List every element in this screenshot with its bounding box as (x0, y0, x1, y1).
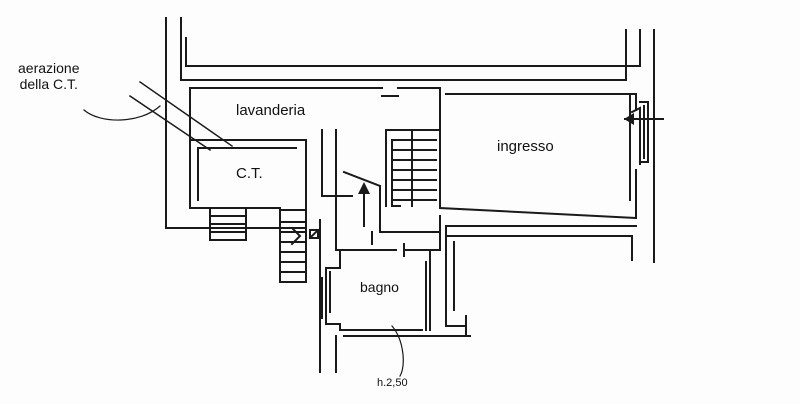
bagno-label: bagno (360, 279, 399, 295)
bagno-room (319, 195, 471, 373)
upper-left-walls (165, 17, 441, 229)
lavanderia-label: lavanderia (236, 102, 306, 119)
aerazione-label-line2: della C.T. (19, 76, 78, 93)
entry-arrow (624, 113, 664, 125)
ventilation-duct (128, 80, 234, 152)
ct-room (189, 139, 307, 211)
aerazione-label: aerazione della C.T. (18, 60, 80, 92)
entry-door (630, 101, 649, 165)
narrow-stairs (279, 209, 320, 283)
main-staircase (385, 129, 441, 209)
leader-lines (83, 105, 404, 377)
ct-label: C.T. (236, 165, 263, 182)
aerazione-label-line1: aerazione (18, 60, 80, 76)
lower-right-walls (431, 215, 637, 335)
upper-right-walls (439, 29, 655, 263)
lavanderia-room (189, 87, 441, 197)
ingresso-label: ingresso (497, 138, 554, 155)
height-label: h.2,50 (377, 377, 408, 389)
stair-arrow (358, 182, 370, 226)
corridor (335, 170, 441, 245)
ct-steps (209, 207, 247, 241)
